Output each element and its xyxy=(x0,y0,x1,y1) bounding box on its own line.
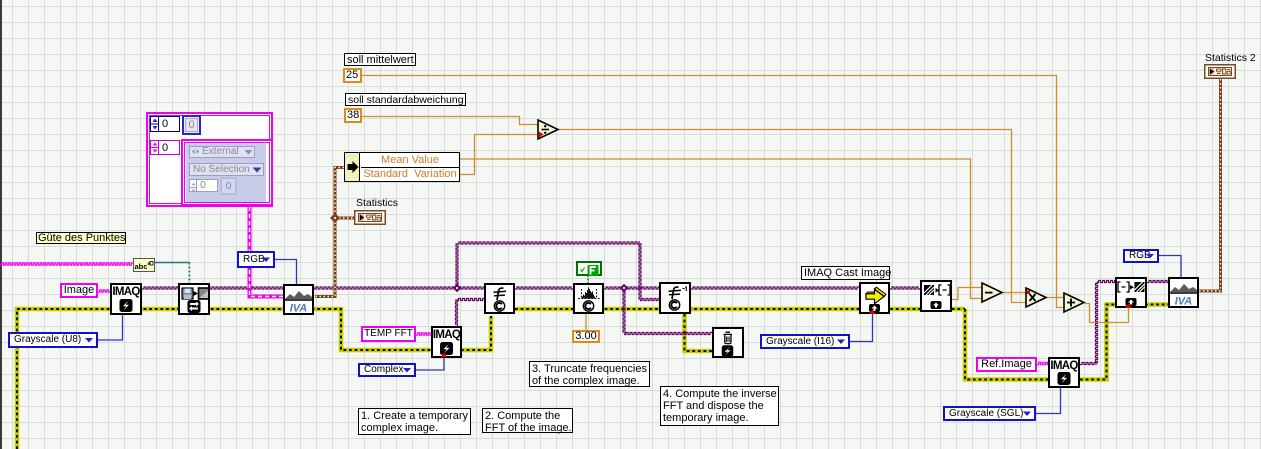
svg-text:IMAQ: IMAQ xyxy=(112,286,140,298)
svg-text:IVA: IVA xyxy=(290,303,308,314)
svg-text:IVA: IVA xyxy=(1175,296,1193,307)
svg-text:IMAQ: IMAQ xyxy=(1050,360,1078,372)
svg-text:IMAQ: IMAQ xyxy=(433,329,460,341)
svg-text:a: a xyxy=(148,261,151,267)
svg-text:abc: abc xyxy=(135,262,148,271)
